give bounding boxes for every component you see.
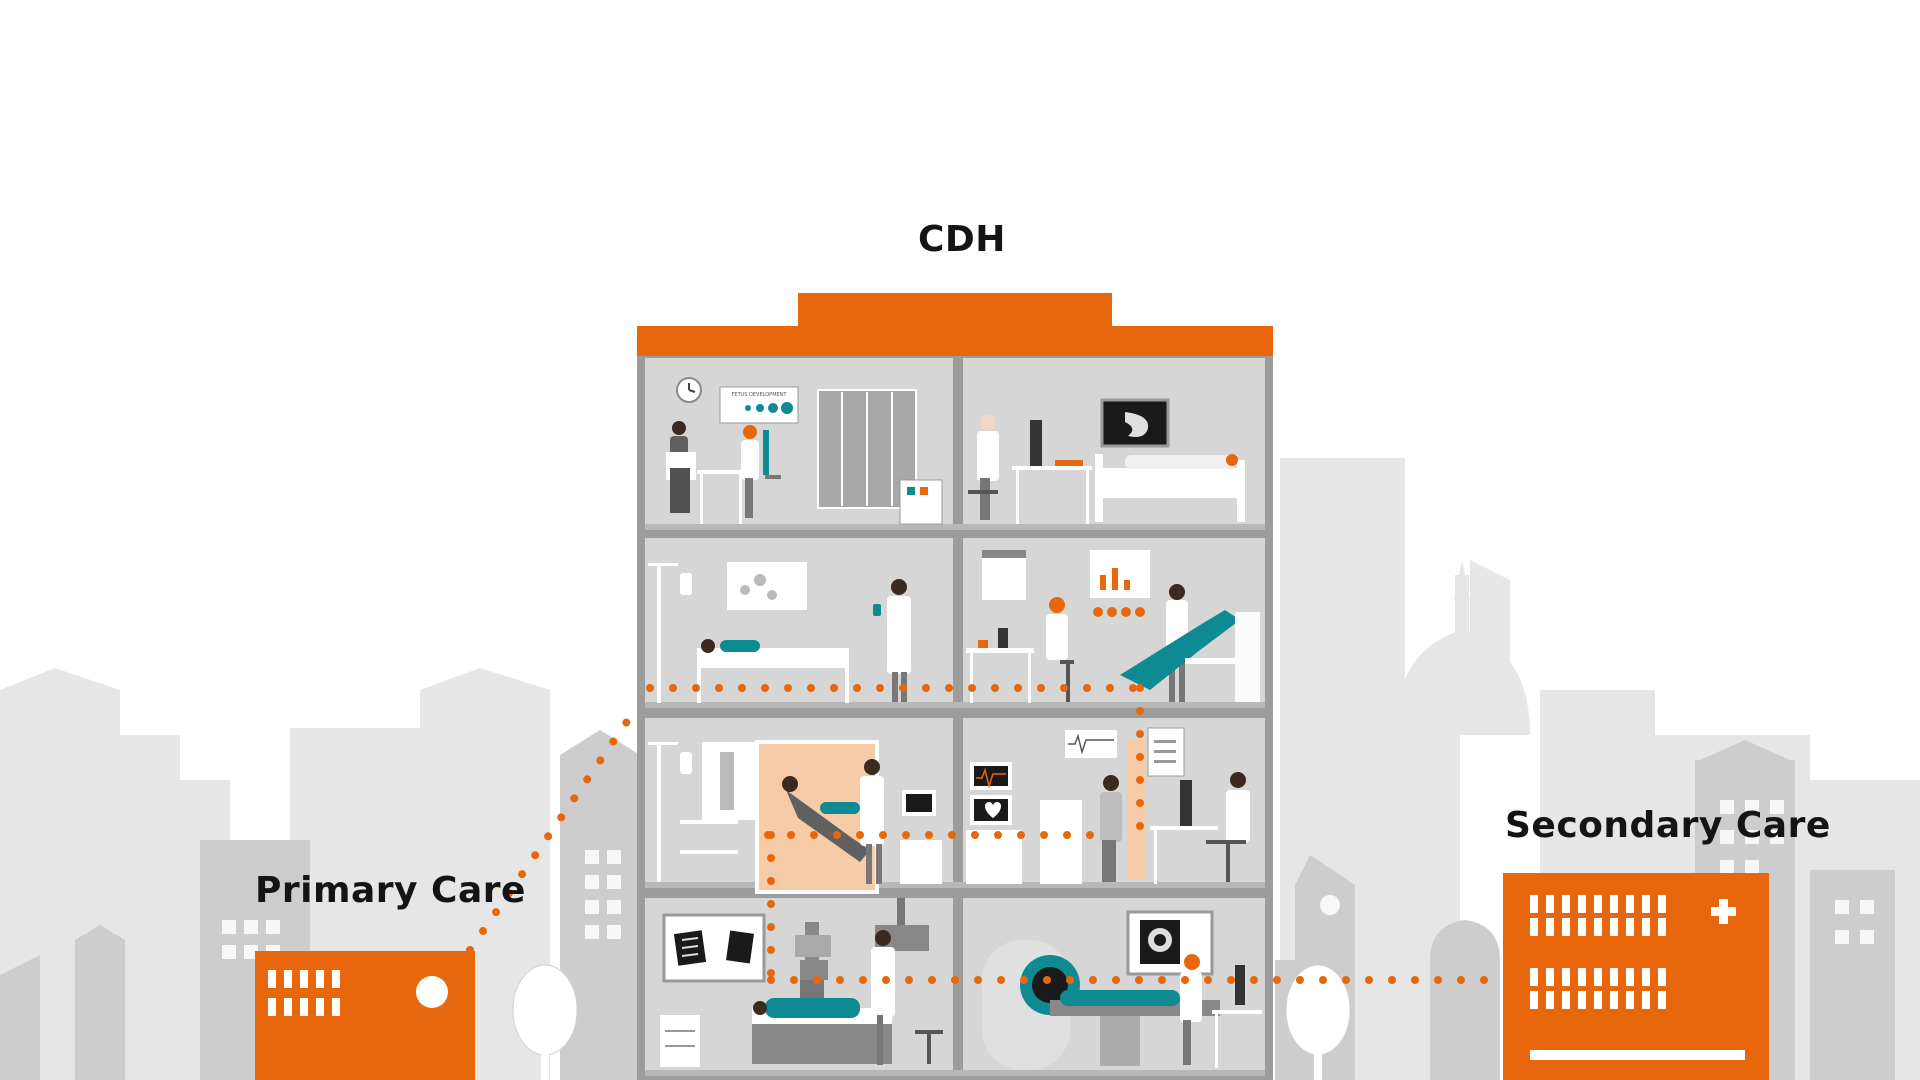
ward-room — [648, 562, 911, 703]
tree — [512, 964, 1351, 1080]
cdh-label: CDH — [918, 219, 1006, 260]
primary-care-building — [255, 951, 475, 1080]
medical-cross-icon — [1711, 899, 1736, 924]
lab-chart — [1090, 550, 1150, 598]
window-grid — [268, 970, 340, 1016]
care-pathway — [466, 684, 1499, 984]
xray-room — [660, 898, 943, 1067]
city-windows — [222, 800, 1874, 959]
cdh-roof-top — [798, 293, 1112, 329]
pathway-primary-to-cdh — [466, 703, 641, 954]
monitoring-room — [966, 727, 1250, 884]
secondary-care-building — [1503, 873, 1769, 1080]
window-grid — [1530, 895, 1745, 1060]
fetus-poster-title: FETUS DEVELOPMENT — [732, 392, 788, 398]
scan-review-room — [968, 398, 1245, 524]
lab-room — [966, 550, 1260, 703]
cdh-roof — [637, 326, 1273, 356]
round-window — [416, 976, 448, 1008]
ultrasound-room — [648, 740, 942, 894]
secondary-care-label: Secondary Care — [1505, 805, 1831, 846]
cdh-building: FETUS DEVELOPMENT — [637, 293, 1273, 1080]
mri-room — [982, 910, 1262, 1070]
primary-care-label: Primary Care — [255, 870, 526, 911]
wall-chart — [727, 562, 807, 610]
consultation-room: FETUS DEVELOPMENT — [666, 377, 943, 525]
medicine-cabinet — [899, 479, 943, 525]
